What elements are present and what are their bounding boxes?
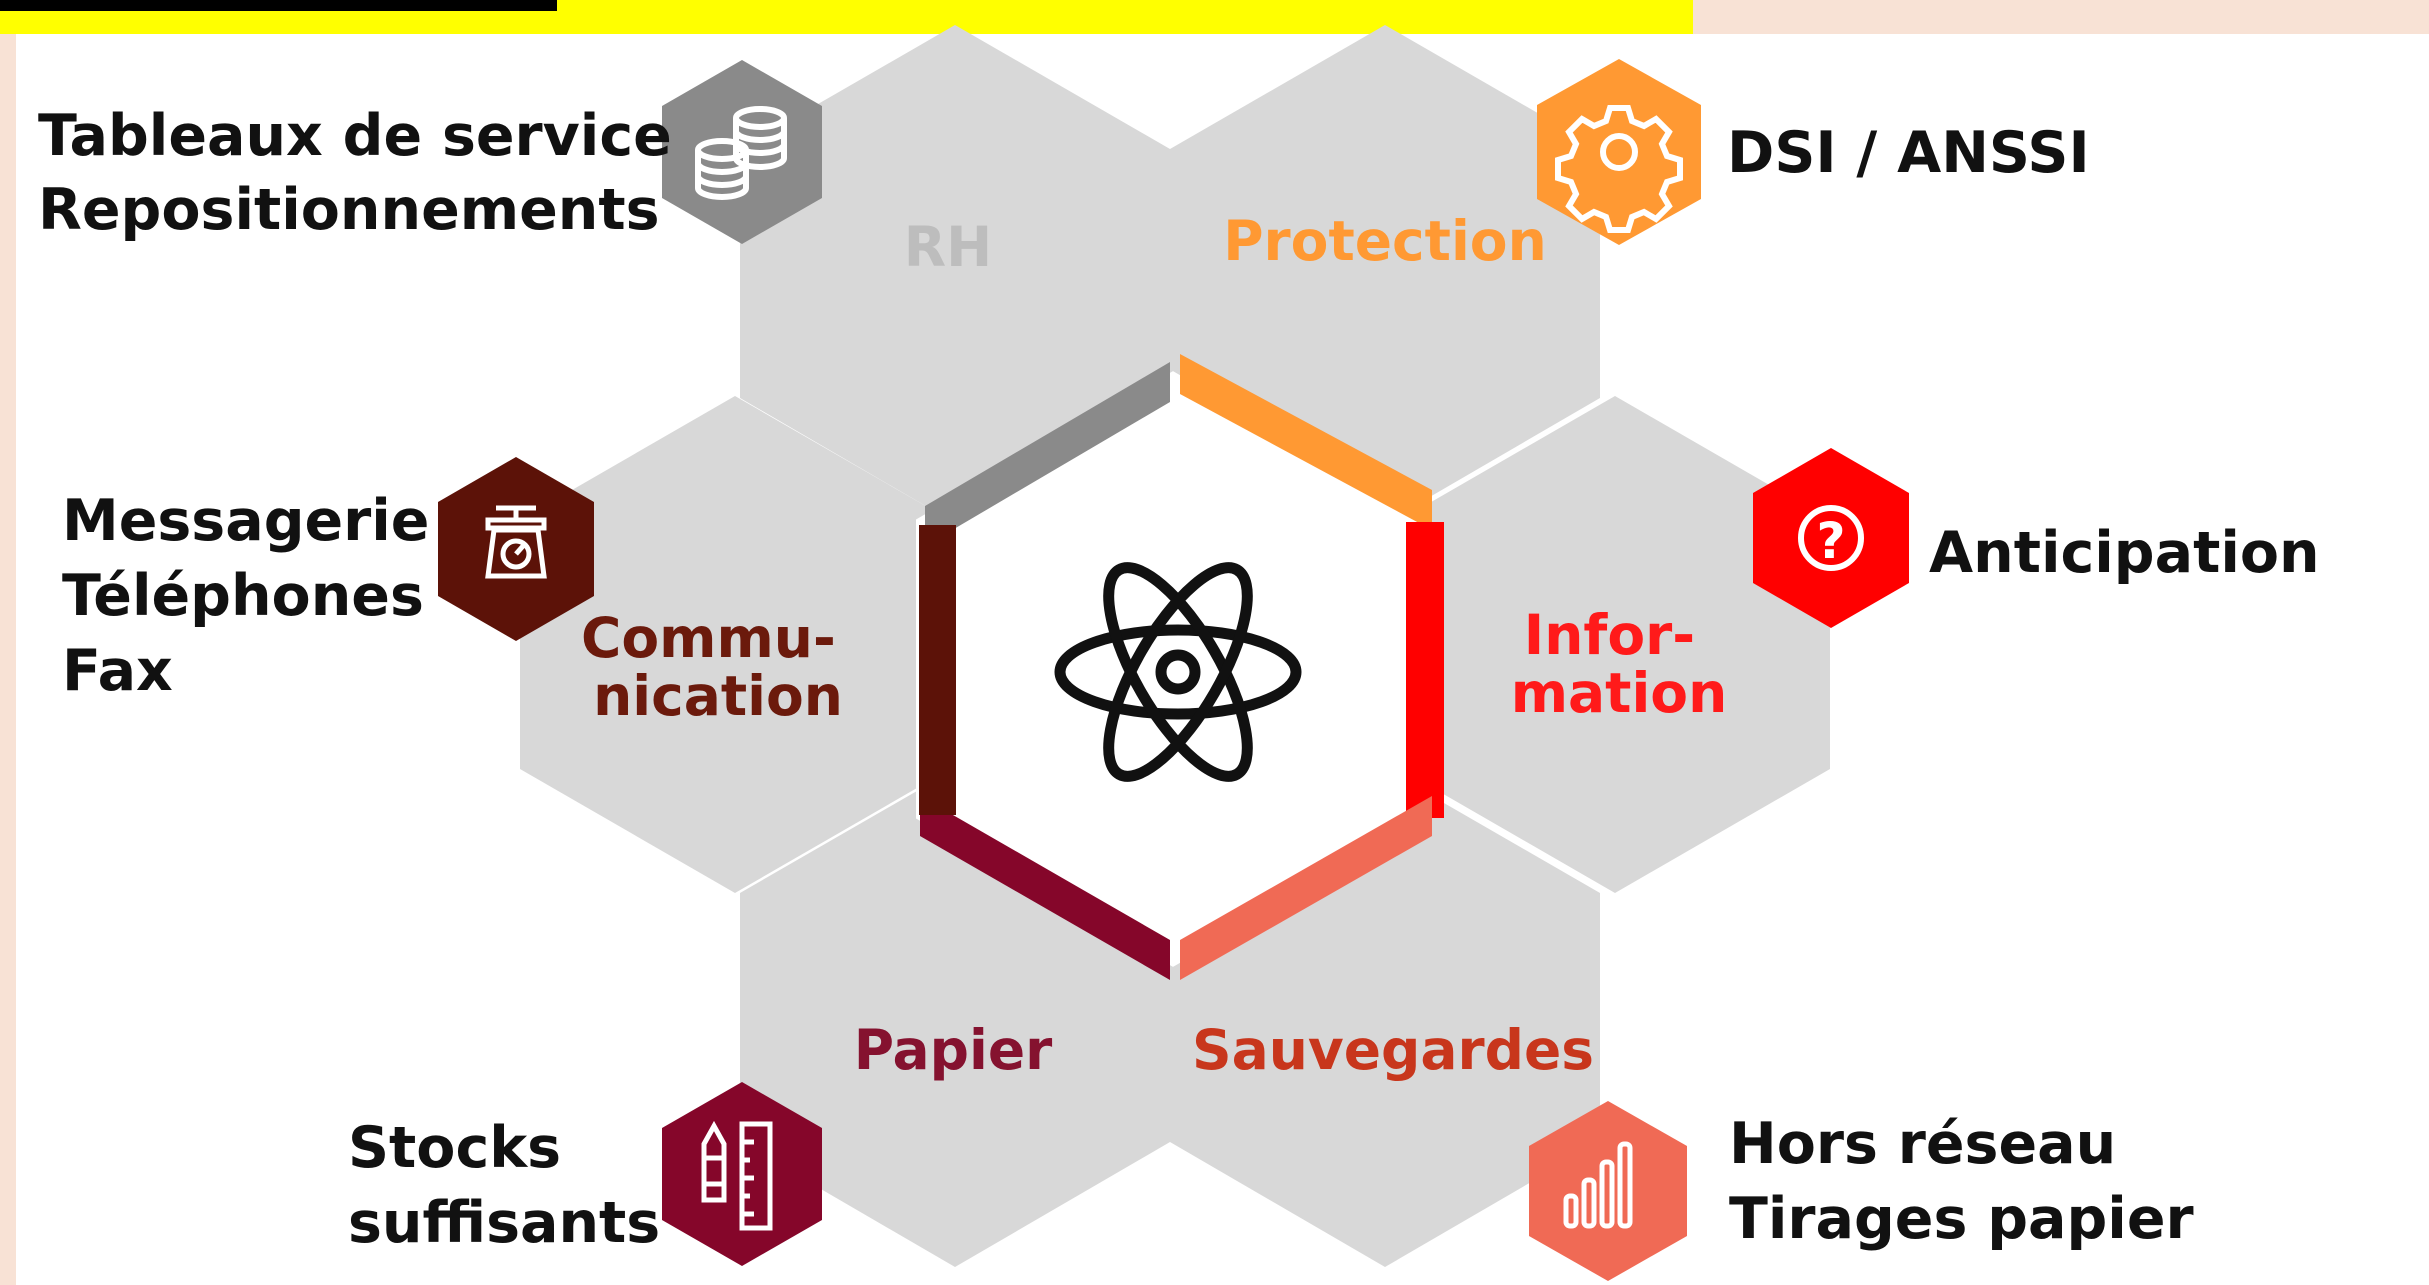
atom-icon [1054,562,1302,782]
bar-chart-icon [1563,1141,1633,1229]
label-communication: Commu- nication [581,606,855,728]
annotation-sauvegardes: Hors réseau Tirages papier [1729,1111,2194,1252]
badge-protection [1537,59,1701,245]
bar-rh [925,362,1170,546]
hexagon-rh [740,25,1170,523]
hexagon-information [1400,396,1830,893]
annotation-protection: DSI / ANSSI [1727,120,2090,186]
annotation-rh: Tableaux de service Repositionnements [38,103,692,243]
label-rh: RH [904,215,992,279]
bar-papier [920,796,1170,980]
scale-icon [485,505,547,579]
page-frame-left [0,0,16,1285]
badge-sauvegardes [1529,1101,1687,1281]
hexagon-protection [1170,25,1600,523]
hexagon-communication [520,396,950,893]
label-papier: Papier [854,1018,1053,1082]
badge-papier [662,1082,822,1266]
bar-protection [1180,354,1432,530]
bar-sauvegardes [1180,796,1432,980]
annotation-communication: Messagerie Téléphones Fax [62,488,449,704]
label-protection: Protection [1223,209,1547,273]
gear-icon [1555,105,1683,233]
pencil-ruler-icon [701,1120,773,1231]
title-banner-underline [0,0,557,11]
badge-rh [662,60,822,244]
annotation-information: Anticipation [1929,520,2320,586]
label-information: Infor- mation [1511,603,1728,725]
annotation-papier: Stocks suffisants [348,1115,660,1256]
bar-communication [919,525,956,815]
bar-information [1406,522,1444,818]
svg-text:?: ? [1816,512,1845,570]
coins-icon [695,106,787,200]
question-icon: ? [1798,505,1864,571]
label-sauvegardes: Sauvegardes [1192,1018,1594,1082]
badge-information: ? [1753,448,1909,628]
badge-communication [438,457,594,641]
